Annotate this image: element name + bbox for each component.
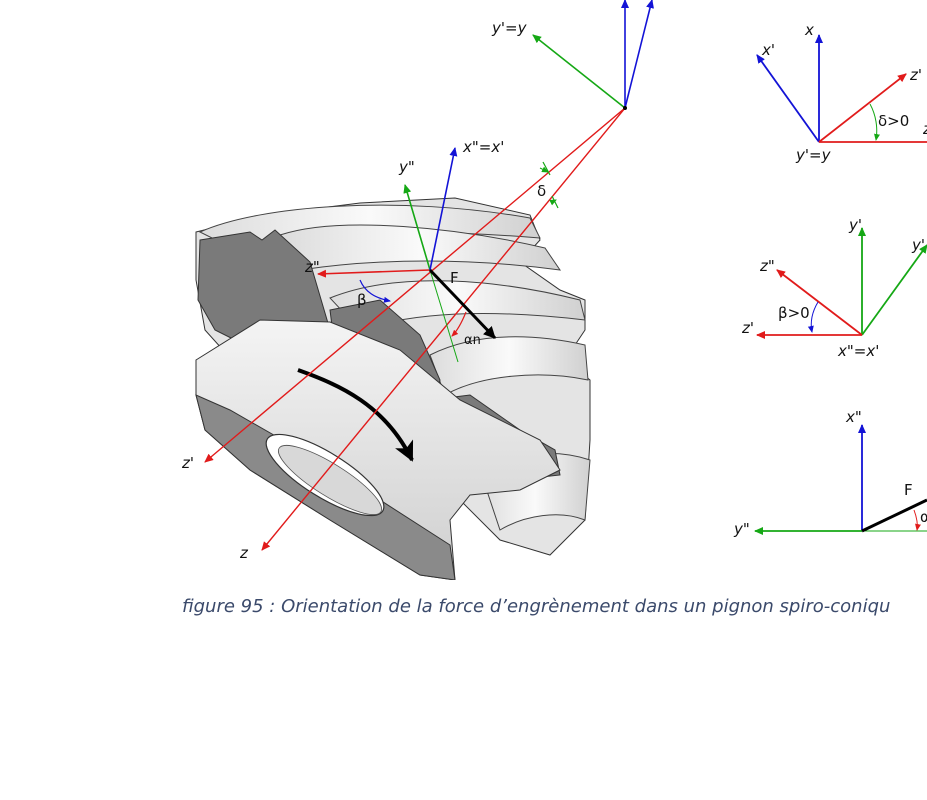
label-z-dprime: z" [304,258,320,276]
label-alpha-n: αn [464,333,481,348]
label-z: z [239,544,249,562]
inset-top-label-y-prime-eq-y: y'=y [795,146,832,164]
cone-axis-z [261,107,626,551]
axis-z-double-prime [317,269,431,278]
inset-bottom-label-y-dprime: y" [733,520,750,538]
inset-mid-label-y-dprime: y' [911,236,925,254]
inset-bottom-label-x-dprime: x" [845,408,862,426]
inset-mid-label-x-dprime-eq-x-prime: x"=x' [837,342,879,360]
inset-mid-label-y-prime: y' [848,216,862,234]
axis-y-double-prime-ext [429,269,459,363]
label-x-dprime-eq-x-prime: x"=x' [462,138,504,156]
label-delta: δ [537,182,546,200]
alpha-arc [451,311,467,337]
label-force: F [450,269,459,287]
label-y-prime-eq-y: y'=y [491,19,528,37]
figure-caption: figure 95 : Orientation de la force d’en… [182,596,891,617]
axis-y-double-prime [403,184,431,271]
apex-axis-y-prime [532,34,626,109]
rotation-arrow [297,368,414,462]
inset-bottom-label-force: F [904,481,913,499]
cone-axis-z-prime [204,107,626,463]
inset-alpha-frame: x" F α y" [733,408,927,538]
label-y-dprime: y" [398,158,415,176]
force-vector [428,268,497,340]
apex-point [623,106,627,110]
inset-top-label-x: x [804,21,814,39]
pinion-gear [195,197,591,580]
inset-top-label-x-prime: x' [761,41,775,59]
label-beta: β [357,291,367,309]
inset-top-label-delta: δ>0 [878,112,909,130]
inset-bottom-label-alpha: α [920,508,927,526]
inset-delta-frame: x x' z' δ>0 z y'=y [756,21,927,164]
inset-beta-frame: y' y' z" β>0 z' x"=x' [741,216,927,360]
spiral-bevel-pinion-figure: y'=y x"=x' y" z" F β δ αn z' z x x' z' δ… [181,0,927,580]
inset-top-label-z-prime: z' [909,66,922,84]
apex-axis-x-prime [624,0,654,109]
inset-mid-label-beta: β>0 [778,304,810,322]
axis-x-double-prime [429,147,458,271]
inset-top-label-z: z [922,120,927,138]
inset-mid-label-z-prime: z' [741,319,754,337]
inset-mid-label-z-dprime: z" [759,257,775,275]
beta-arc [359,279,391,303]
label-z-prime: z' [181,454,194,472]
